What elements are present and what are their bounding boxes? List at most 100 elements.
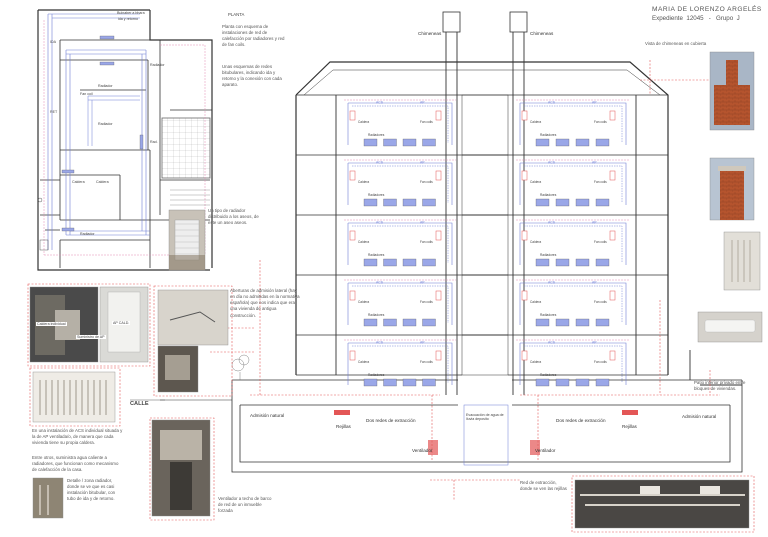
radiator-f1-s1-2 [575,198,590,207]
floor-levels [296,154,668,376]
radiator-f0-s1-0 [535,138,550,147]
fancoil-box-f4-s1 [609,350,616,361]
floor-label-fancoils-f2-s1: Fan coils [594,240,607,244]
note-acs: En una instalación de ACS individual sit… [32,428,123,446]
floor-label-ap-f4-s0: AP [420,341,425,345]
pipe-loop-blue-f4-s1 [519,342,627,385]
radiator-f4-s0-2 [402,378,417,387]
note-rejilla: Red de extracción, donde se ven las reji… [520,480,567,492]
plan-label-fancoil: Fan coil [80,92,93,96]
label-chimenea-right: Chimeneas [530,31,554,36]
radiator-f3-s1-0 [535,318,550,327]
radiator-f3-s0-0 [363,318,378,327]
plan-label-ida: IDA [50,40,56,44]
plan-label-radiador3: Radiador [98,122,113,126]
floor-label-caldera-f3-s0: Caldera [358,300,369,304]
radiator-f2-s1-0 [535,258,550,267]
fancoil-box-f4-s0 [435,350,442,361]
note-ventilador: Ventilador a techo de barco de red de un… [218,496,272,514]
fancoil-box-f1-s0 [435,170,442,181]
label-ventilador-left: Ventilador [412,448,433,453]
floor-label-ap-f1-s1: AP [592,161,597,165]
photo-wall-radiator [723,231,761,291]
radiator-f3-s1-1 [555,318,570,327]
radiator-f4-s0-1 [383,378,397,387]
label-chimenea-left: Chimeneas [418,31,442,36]
tag-ap-cald: AP CALD. [112,321,131,326]
floor-label-fancoils-f1-s1: Fan coils [594,180,607,184]
radiator-f3-s0-2 [402,318,417,327]
floor-label-ap-f0-s0: AP [420,101,425,105]
floor-label-acs-f2-s0: ACS [376,221,384,225]
floor-label-caldera-f2-s1: Caldera [530,240,541,244]
label-rejillas-left: Rejillas [336,424,351,429]
floor-label-ap-f3-s0: AP [420,281,425,285]
floor-label-fancoils-f0-s1: Fan coils [594,120,607,124]
floor-label-fancoils-f3-s0: Fan coils [420,300,433,304]
radiator-f4-s1-1 [555,378,570,387]
floor-label-caldera-f4-s1: Caldera [530,360,541,364]
floor-label-radiadores-f3-s0: Radiadores [368,313,385,317]
floor-label-acs-f1-s1: ACS [548,161,556,165]
floor-label-acs-f0-s1: ACS [548,101,556,105]
expediente: Expediente 12045 - Grupo J [652,15,740,22]
label-dos-redes-right: Dos redes de extracción [556,418,606,423]
caldera-box-f4-s1 [521,350,528,361]
floor-label-radiadores-f1-s0: Radiadores [368,193,385,197]
radiator-f4-s0-0 [363,378,378,387]
floor-label-radiadores-f1-s1: Radiadores [540,193,557,197]
floor-label-ap-f4-s1: AP [592,341,597,345]
tag-suministro-ap: Suministro de AP [76,335,106,340]
radiator-f3-s1-3 [595,318,610,327]
radiator-f2-s1-3 [595,258,610,267]
caldera-box-f0-s1 [521,110,528,121]
pipe-loop-blue-f0-s1 [519,102,627,145]
floor-label-radiadores-f2-s1: Radiadores [540,253,557,257]
radiator-f4-s0-3 [422,378,436,387]
note-vent: Aberturas de admisión lateral (hay en dí… [230,288,300,318]
photo-towel-radiator [168,209,206,271]
floor-label-ap-f2-s0: AP [420,221,425,225]
radiator-f1-s0-2 [402,198,417,207]
photo-radiator [32,371,116,423]
floor-label-acs-f2-s1: ACS [548,221,556,225]
planta-text: Planta con esquema de instalaciones de r… [222,24,285,48]
caldera-box-f1-s1 [521,170,528,181]
photo-frames [27,283,755,533]
pipe-loop-blue-f3-s0 [347,282,453,325]
plan-label-radiador1: Radiador [150,63,165,67]
photo-extraction-network [574,479,750,529]
radiator-f0-s0-3 [422,138,436,147]
radiator-f1-s0-3 [422,198,436,207]
caldera-box-f3-s0 [349,290,356,301]
fancoil-box-f0-s1 [609,110,616,121]
rejilla-left [334,410,350,415]
fancoil-box-f2-s1 [609,230,616,241]
plan-label-top1: Buinaber a bhara [117,11,145,15]
floor-label-ap-f0-s1: AP [592,101,597,105]
radiator-f1-s1-3 [595,198,610,207]
rejilla-right [622,410,638,415]
plan-label-retorno: RET [50,110,58,114]
radiator-f2-s0-2 [402,258,417,267]
floor-label-acs-f4-s0: ACS [376,341,384,345]
floor-label-caldera-f1-s0: Caldera [358,180,369,184]
radiator-f0-s0-0 [363,138,378,147]
floor-label-acs-f4-s1: ACS [548,341,556,345]
pipe-loop-dashed-f4-s0 [352,345,449,383]
plan-label-top2: ida y retorno [118,17,138,21]
label-ventilador-right: Ventilador [535,448,556,453]
floor-label-fancoils-f0-s0: Fan coils [420,120,433,124]
fancoil-box-f3-s1 [609,290,616,301]
caldera-box-f1-s0 [349,170,356,181]
floor-label-fancoils-f4-s1: Fan coils [594,360,607,364]
floor-label-fancoils-f1-s0: Fan coils [420,180,433,184]
radiator-f2-s0-3 [422,258,436,267]
radiator-f2-s0-1 [383,258,397,267]
plan-label-rad-small: Rad. [150,140,158,144]
floor-label-radiadores-f4-s0: Radiadores [368,373,385,377]
radiator-f1-s0-0 [363,198,378,207]
floor-label-caldera-f1-s1: Caldera [530,180,541,184]
note-radiator-type: Un tipo de radiador distribuido a los as… [208,208,259,226]
